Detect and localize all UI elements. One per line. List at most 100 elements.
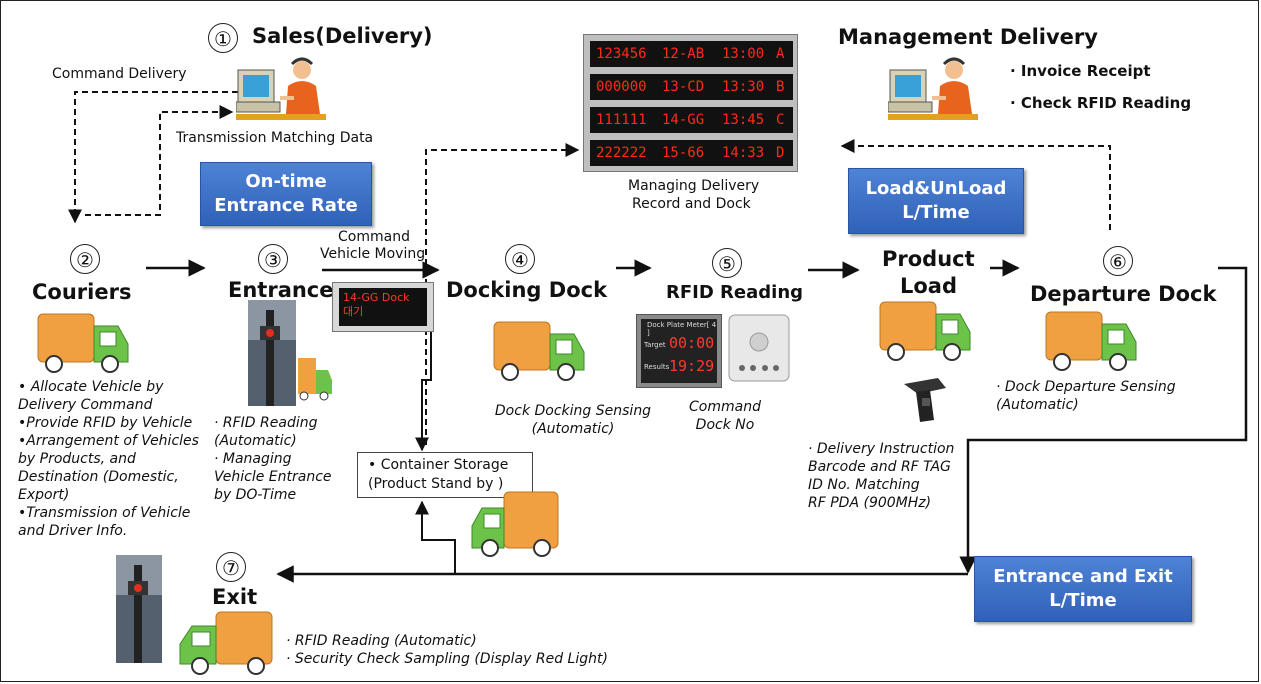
arrow-transmission — [85, 105, 234, 216]
step-5-number: ⑤ — [712, 248, 742, 278]
rfid-display-header: Dock Plate Meter[ 4 ] — [647, 321, 717, 337]
board-row-2-code: 000000 — [596, 79, 647, 95]
command-vehicle-label-2: Vehicle Moving — [320, 246, 426, 262]
product-load-note-1: · Delivery Instruction — [808, 441, 955, 457]
product-load-note-2: Barcode and RF TAG — [808, 459, 951, 475]
board-row-1: 123456 12-AB 13:00 A — [590, 41, 793, 67]
loadunload-box: Load&UnLoad L/Time — [848, 168, 1024, 234]
step-2-title: Couriers — [32, 280, 132, 304]
board-row-2-dock: B — [776, 79, 785, 95]
board-row-2-plate: 13-CD — [662, 79, 705, 95]
board-row-3-code: 111111 — [596, 112, 647, 128]
board-row-1-plate: 12-AB — [662, 46, 705, 62]
product-load-truck-icon — [879, 301, 971, 361]
docking-notes: Dock Docking Sensing (Automatic) — [488, 402, 658, 438]
entrance-notes: · RFID Reading (Automatic) · Managing Ve… — [214, 414, 354, 504]
entrance-note-4: Vehicle Entrance — [214, 469, 332, 485]
arrow-to-board — [425, 143, 580, 445]
step-7-number: ⑦ — [216, 552, 246, 582]
product-load-notes: · Delivery Instruction Barcode and RF TA… — [808, 440, 988, 512]
couriers-note-5: by Products, and — [18, 451, 136, 467]
entrance-note-2: (Automatic) — [214, 433, 297, 449]
couriers-notes: • Allocate Vehicle by Delivery Command •… — [18, 378, 218, 540]
step-1-number: ① — [208, 23, 238, 53]
entrance-note-5: by DO-Time — [214, 487, 297, 503]
arrow-to-storage — [415, 500, 456, 574]
couriers-note-3: •Provide RFID by Vehicle — [18, 415, 193, 431]
rfid-display-screen: Dock Plate Meter[ 4 ] Target 00:00 Resul… — [641, 319, 717, 383]
entrance-exit-line1: Entrance and Exit — [993, 566, 1173, 587]
board-row-3-dock: C — [776, 112, 785, 128]
led-sign-line2: 대기 — [343, 305, 364, 318]
departure-note-2: (Automatic) — [996, 397, 1079, 413]
managing-record-label-1: Managing Delivery — [628, 178, 760, 194]
couriers-note-2: Delivery Command — [18, 397, 153, 413]
arrow-departure-to-board — [840, 139, 1111, 230]
board-row-4-plate: 15-66 — [662, 145, 705, 161]
docking-note-2: (Automatic) — [531, 421, 615, 437]
docking-note-1: Dock Docking Sensing — [494, 403, 652, 419]
management-operator-icon — [888, 57, 978, 120]
entrance-note-1: · RFID Reading — [214, 415, 318, 431]
departure-truck-icon — [1045, 311, 1137, 371]
ontime-line1: On-time — [245, 171, 327, 192]
step-2-number: ② — [70, 244, 100, 274]
board-row-4: 222222 15-66 14:33 D — [590, 140, 793, 166]
exit-notes: · RFID Reading (Automatic) · Security Ch… — [286, 632, 666, 668]
board-row-4-code: 222222 — [596, 145, 647, 161]
rfid-reader-icon — [728, 314, 790, 382]
step-6-number: ⑥ — [1103, 246, 1133, 276]
management-item-1: · Invoice Receipt — [1010, 62, 1151, 80]
couriers-note-1: • Allocate Vehicle by — [18, 379, 164, 395]
step-7-title: Exit — [212, 585, 258, 609]
storage-line1: • Container Storage — [368, 457, 509, 473]
step-3-number: ③ — [258, 244, 288, 274]
managing-record-label-2: Record and Dock — [632, 196, 751, 212]
delivery-record-board: 123456 12-AB 13:00 A 000000 13-CD 13:30 … — [583, 34, 798, 172]
exit-note-2: · Security Check Sampling (Display Red L… — [286, 651, 608, 667]
rfid-display-row2-value: 19:29 — [669, 357, 715, 375]
rfid-display-panel: Dock Plate Meter[ 4 ] Target 00:00 Resul… — [636, 314, 722, 388]
exit-truck-icon — [179, 611, 273, 675]
board-row-4-time: 14:33 — [722, 145, 765, 161]
board-row-3-plate: 14-GG — [662, 112, 705, 128]
rfid-display-row1-value: 00:00 — [669, 334, 715, 352]
management-title: Management Delivery — [838, 25, 1098, 49]
departure-notes: · Dock Departure Sensing (Automatic) — [996, 378, 1216, 414]
exit-gate-photo — [116, 555, 162, 663]
ontime-entrance-box: On-time Entrance Rate — [200, 162, 372, 226]
led-dock-sign: 14-GG Dock 대기 — [332, 282, 434, 332]
arrow-departure-exit — [959, 266, 1248, 574]
docking-truck-icon — [493, 321, 585, 381]
couriers-truck-icon — [37, 313, 129, 373]
loadunload-line1: Load&UnLoad — [865, 178, 1007, 199]
management-item-2: · Check RFID Reading — [1010, 94, 1192, 112]
loadunload-line2: L/Time — [902, 202, 970, 223]
container-storage-box: • Container Storage (Product Stand by ) — [357, 452, 533, 498]
couriers-note-8: •Transmission of Vehicle — [18, 505, 191, 521]
step-1-title: Sales(Delivery) — [252, 24, 433, 48]
rfid-notes: Command Dock No — [670, 398, 780, 434]
ontime-line2: Entrance Rate — [214, 195, 358, 216]
product-load-title-1: Product — [882, 247, 975, 271]
departure-note-1: · Dock Departure Sensing — [996, 379, 1176, 395]
storage-line2: (Product Stand by ) — [368, 476, 504, 492]
step-3-title: Entrance — [228, 278, 334, 302]
exit-note-1: · RFID Reading (Automatic) — [286, 633, 477, 649]
board-row-3-time: 13:45 — [722, 112, 765, 128]
rfid-note-2: Dock No — [695, 417, 755, 433]
command-delivery-label: Command Delivery — [52, 66, 187, 82]
step-4-number: ④ — [505, 244, 535, 274]
rf-pda-scanner-icon — [904, 378, 946, 422]
couriers-note-9: and Driver Info. — [18, 523, 128, 539]
product-load-title-2: Load — [900, 274, 958, 298]
couriers-note-7: Export) — [18, 487, 70, 503]
product-load-note-3: ID No. Matching — [808, 477, 920, 493]
arrow-command-delivery — [68, 91, 238, 224]
product-load-note-4: RF PDA (900MHz) — [808, 495, 932, 511]
storage-truck-icon — [471, 491, 559, 557]
transmission-label: Transmission Matching Data — [176, 130, 374, 146]
board-row-4-dock: D — [776, 145, 785, 161]
board-row-3: 111111 14-GG 13:45 C — [590, 107, 793, 133]
